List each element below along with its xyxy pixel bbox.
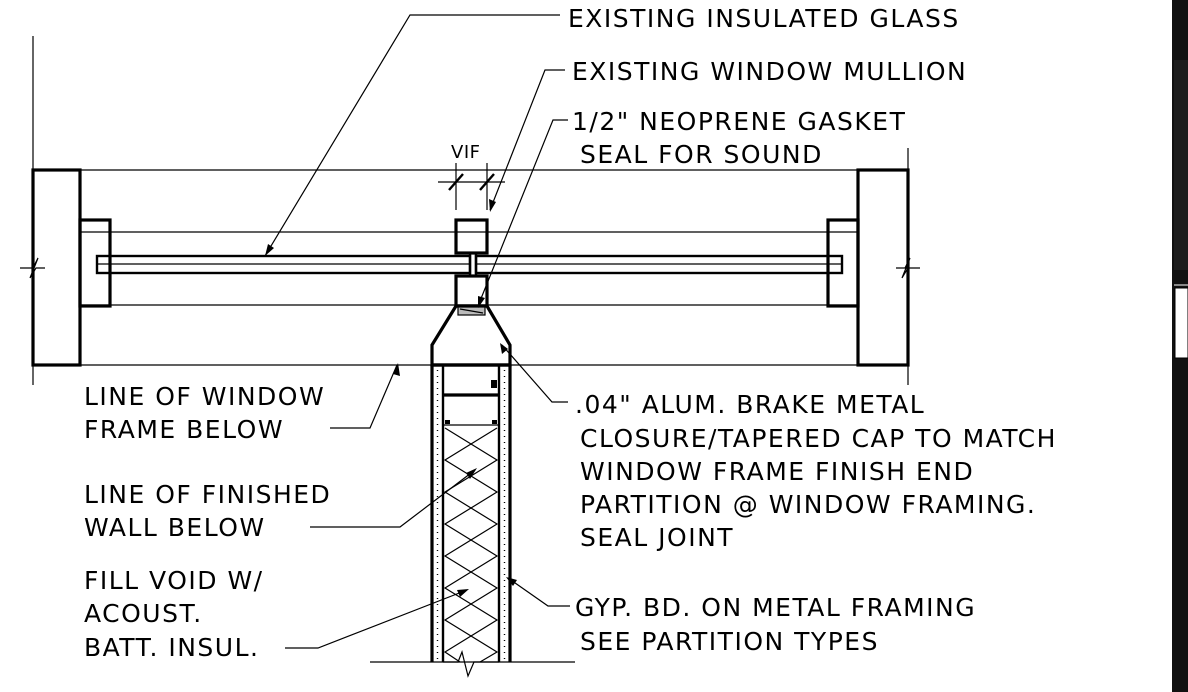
label-closure-3: WINDOW FRAME FINISH END: [580, 457, 974, 486]
label-fill-void-2: ACOUST.: [84, 599, 203, 628]
leader-lines: [264, 14, 570, 649]
vif-dimension: VIF: [438, 142, 505, 210]
window-mullion: [454, 218, 489, 308]
tapered-cap: [430, 304, 512, 367]
label-existing-glass: EXISTING INSULATED GLASS: [568, 4, 960, 33]
label-closure-5: SEAL JOINT: [580, 523, 734, 552]
label-finished-wall-1: LINE OF FINISHED: [84, 480, 331, 509]
label-existing-mullion: EXISTING WINDOW MULLION: [572, 57, 967, 86]
label-window-frame-1: LINE OF WINDOW: [84, 382, 325, 411]
window-frame-lines: [80, 169, 858, 366]
label-gasket-2: SEAL FOR SOUND: [580, 140, 823, 169]
label-gyp-1: GYP. BD. ON METAL FRAMING: [575, 593, 976, 622]
label-closure-1: .04" ALUM. BRAKE METAL: [575, 390, 925, 419]
label-gyp-2: SEE PARTITION TYPES: [580, 627, 879, 656]
label-gasket-1: 1/2" NEOPRENE GASKET: [572, 107, 906, 136]
vif-label: VIF: [451, 142, 480, 163]
partition-wall: [370, 363, 575, 678]
adjacent-sheet-strip: [1172, 0, 1188, 692]
batt-insulation: [443, 427, 499, 663]
label-window-frame-2: FRAME BELOW: [84, 415, 284, 444]
left-jamb: [31, 168, 112, 367]
label-fill-void-1: FILL VOID W/: [84, 566, 264, 595]
label-finished-wall-2: WALL BELOW: [84, 513, 266, 542]
right-jamb: [826, 168, 910, 367]
wall-extent-lines: [20, 36, 920, 385]
label-closure-4: PARTITION @ WINDOW FRAMING.: [580, 490, 1036, 519]
label-fill-void-3: BATT. INSUL.: [84, 633, 259, 662]
callout-labels: EXISTING INSULATED GLASS EXISTING WINDOW…: [84, 4, 1057, 662]
gypsum-board-stipple: [436, 370, 506, 660]
label-closure-2: CLOSURE/TAPERED CAP TO MATCH: [580, 424, 1057, 453]
